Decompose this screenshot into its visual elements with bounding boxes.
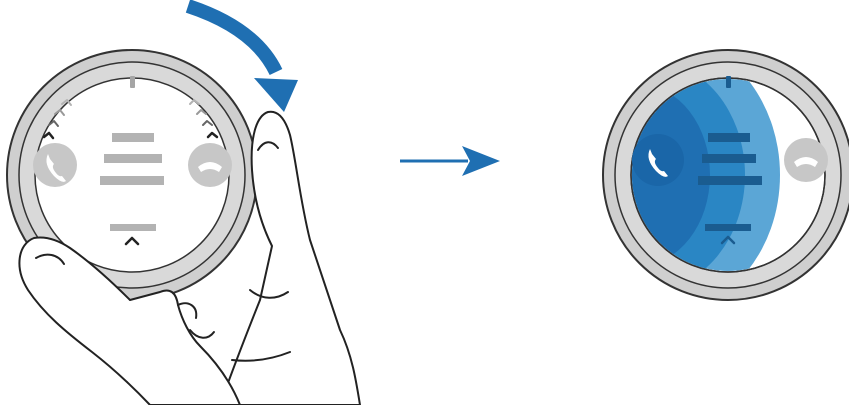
caller-info-placeholder: [702, 154, 756, 163]
reject-message-placeholder: [110, 224, 156, 231]
caller-name-placeholder: [112, 133, 154, 142]
phone-accept-icon[interactable]: [33, 143, 77, 187]
phone-accept-icon[interactable]: [632, 134, 684, 186]
top-indicator: [130, 76, 135, 88]
top-indicator: [726, 76, 731, 88]
transition-arrow-icon: [400, 146, 500, 176]
caller-number-placeholder: [100, 176, 164, 185]
caller-number-placeholder: [698, 176, 762, 185]
reject-message-placeholder: [705, 224, 751, 231]
caller-info-placeholder: [104, 154, 162, 163]
phone-decline-icon[interactable]: [188, 143, 232, 187]
caller-name-placeholder: [708, 133, 750, 142]
phone-decline-icon[interactable]: [784, 138, 828, 182]
watch-after: [540, 35, 849, 315]
